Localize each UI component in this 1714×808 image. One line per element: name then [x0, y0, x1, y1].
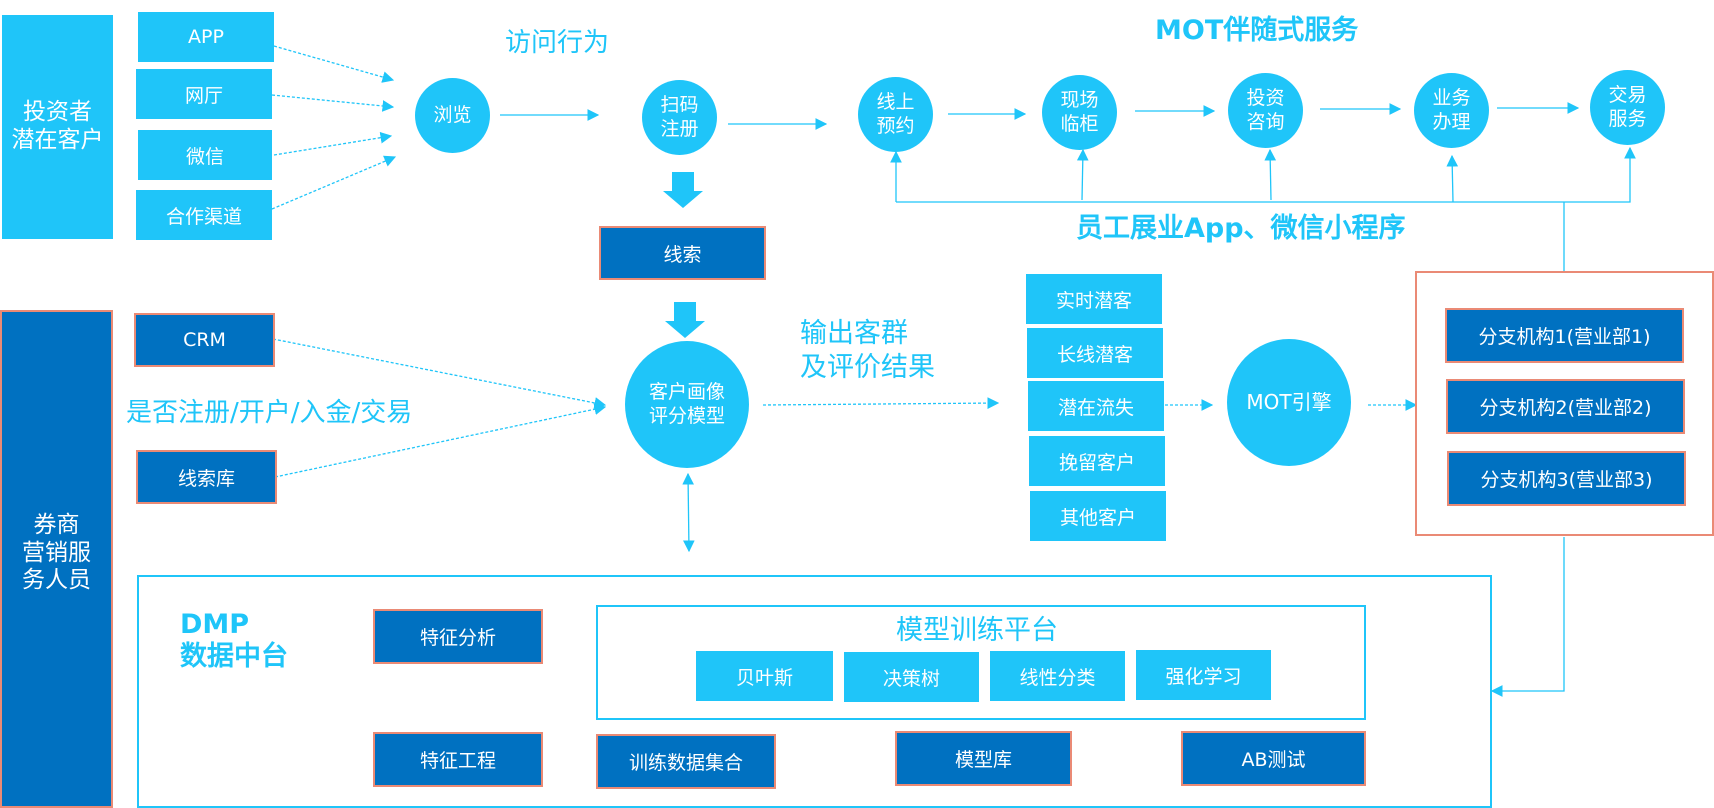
visit-behavior-label: 访问行为 — [505, 28, 610, 58]
mot-step-business: 业务 办理 — [1414, 73, 1489, 148]
connector-line — [1446, 154, 1459, 203]
mot-service-title: MOT伴随式服务 — [1155, 15, 1359, 46]
branch-2: 分支机构2(营业部2) — [1446, 379, 1685, 434]
algo-reinforcement-learning: 强化学习 — [1136, 650, 1271, 700]
training-platform-container — [596, 605, 1366, 720]
lead-library-box: 线索库 — [136, 450, 277, 504]
arrow-web-browse — [271, 94, 395, 112]
feature-engineering-box: 特征工程 — [373, 732, 543, 787]
dmp-title-line2: 数据中台 — [180, 641, 288, 673]
scan-register-node: 扫码 注册 — [642, 80, 717, 155]
arrow-branches-dmp — [1490, 537, 1565, 697]
model-library-box: 模型库 — [895, 731, 1072, 786]
arrow-crm-model — [272, 338, 607, 409]
algo-linear-classification: 线性分类 — [990, 651, 1125, 701]
branch-1: 分支机构1(营业部1) — [1445, 308, 1684, 363]
lead-box: 线索 — [599, 226, 766, 280]
broker-staff-label: 券商 营销服 务人员 — [0, 310, 113, 808]
arrow-app-browse — [273, 45, 395, 83]
channel-wechat: 微信 — [138, 130, 272, 180]
channel-web-hall: 网厅 — [136, 69, 272, 119]
segment-realtime: 实时潜客 — [1026, 274, 1162, 324]
block-arrow-scan-lead — [663, 172, 703, 208]
arrow-leadlib-model — [274, 403, 607, 478]
channel-app: APP — [138, 12, 274, 62]
status-question-label: 是否注册/开户/入金/交易 — [126, 398, 413, 428]
branch-3: 分支机构3(营业部3) — [1447, 451, 1686, 506]
training-data-box: 训练数据集合 — [596, 734, 776, 789]
browse-node: 浏览 — [415, 78, 490, 153]
block-arrow-lead-model — [665, 302, 705, 338]
mot-step-consulting: 投资 咨询 — [1228, 73, 1303, 148]
dmp-title: DMP 数据中台 — [180, 609, 288, 674]
investor-label: 投资者 潜在客户 — [2, 15, 113, 239]
segment-churn-risk: 潜在流失 — [1028, 381, 1164, 431]
mot-step-counter: 现场 临柜 — [1042, 75, 1117, 150]
segment-retain: 挽留客户 — [1029, 436, 1165, 486]
training-platform-title: 模型训练平台 — [896, 615, 1058, 646]
staff-bus-line — [896, 146, 1636, 203]
segment-other: 其他客户 — [1030, 491, 1166, 541]
mot-step-online-appointment: 线上 预约 — [858, 77, 933, 152]
ab-test-box: AB测试 — [1181, 731, 1366, 786]
customer-profile-model-node: 客户画像 评分模型 — [625, 341, 749, 468]
mot-step-trade: 交易 服务 — [1590, 70, 1665, 145]
connector-line — [1076, 148, 1089, 201]
segment-longterm: 长线潜客 — [1027, 328, 1163, 378]
feature-analysis-box: 特征分析 — [373, 609, 543, 664]
connector-line — [1264, 148, 1277, 201]
branches-container — [1415, 271, 1714, 536]
arrow-model-segments — [762, 397, 1000, 409]
channel-partner: 合作渠道 — [136, 190, 272, 240]
arrow-wechat-browse — [273, 131, 393, 156]
mot-engine-node: MOT引擎 — [1227, 339, 1351, 466]
dmp-title-line1: DMP — [180, 609, 250, 640]
dmp-container — [137, 575, 1492, 808]
arrow-model-dmp — [682, 472, 695, 553]
output-label: 输出客群 及评价结果 — [800, 318, 935, 383]
algo-decision-tree: 决策树 — [844, 652, 979, 702]
algo-bayes: 贝叶斯 — [696, 651, 833, 701]
crm-box: CRM — [134, 313, 275, 367]
arrow-partner-browse — [271, 155, 397, 210]
staff-app-label: 员工展业App、微信小程序 — [1076, 213, 1406, 244]
